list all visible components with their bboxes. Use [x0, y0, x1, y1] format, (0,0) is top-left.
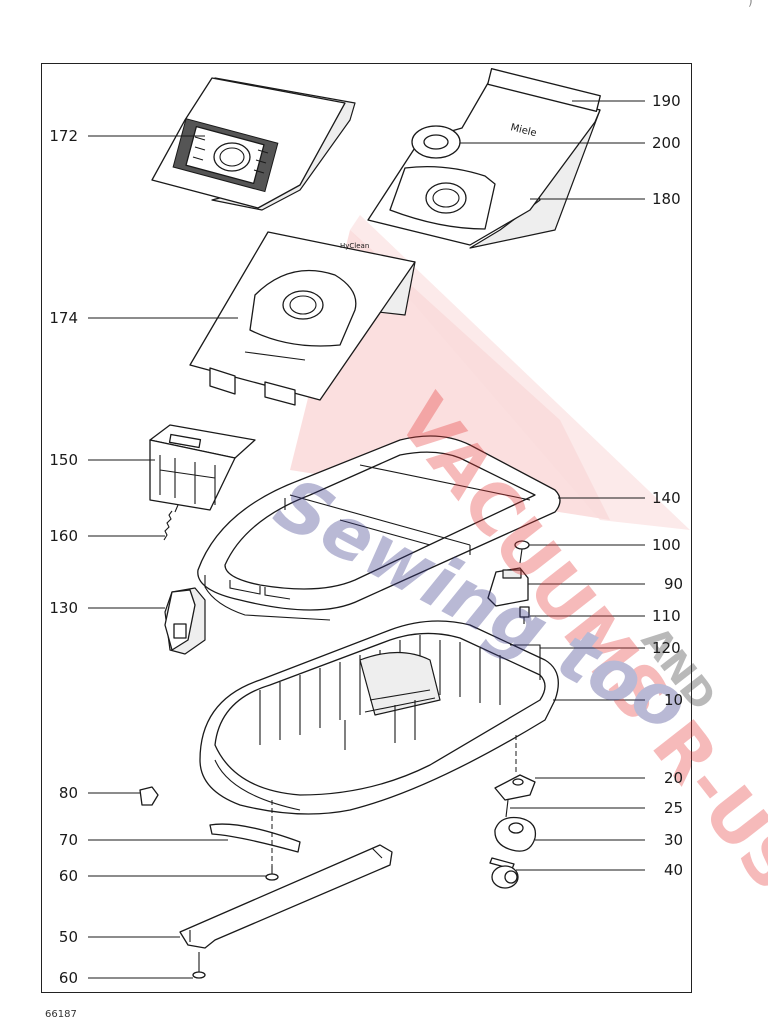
castor-housing — [494, 816, 537, 852]
callout-100: 100 — [652, 536, 681, 554]
callout-50: 50 — [58, 928, 78, 946]
seal-ring-200 — [411, 125, 461, 159]
callout-120: 120 — [652, 639, 681, 657]
bag-line-print: HyClean — [340, 242, 369, 250]
callout-30: 30 — [664, 831, 684, 849]
connector-110 — [519, 606, 530, 624]
callout-10: 10 — [664, 691, 684, 709]
callout-90: 90 — [664, 575, 684, 593]
callout-60: 60 — [58, 867, 78, 885]
document-number: 66187 — [45, 1009, 77, 1020]
castor-wheel — [489, 857, 519, 889]
frame-lid — [197, 435, 561, 621]
leader-lines-left — [88, 135, 266, 979]
housing-base — [199, 620, 559, 815]
watermark-shape-pink — [350, 215, 690, 530]
base-rail — [179, 844, 393, 949]
dust-bag-172 — [151, 77, 356, 211]
callout-130: 130 — [49, 599, 78, 617]
dust-bag-174: HyClean — [189, 231, 416, 406]
callout-190: 190 — [652, 92, 681, 110]
callout-110: 110 — [652, 607, 681, 625]
callout-20: 20 — [664, 769, 684, 787]
callout-60-lower: 60 — [58, 969, 78, 987]
callout-25: 25 — [664, 799, 684, 817]
callout-180: 180 — [652, 190, 681, 208]
latch — [164, 587, 206, 655]
terminal-block — [487, 567, 529, 607]
callout-160: 160 — [49, 527, 78, 545]
small-clip — [139, 786, 159, 806]
leader-lines-right — [460, 100, 645, 871]
callout-172: 172 — [49, 127, 78, 145]
curved-strip — [209, 823, 301, 853]
corner-mark: ) — [748, 0, 753, 8]
screw — [265, 866, 279, 881]
callout-80: 80 — [58, 784, 78, 802]
spring — [163, 504, 179, 541]
screw-lower — [192, 952, 206, 979]
dust-bag-180: Miele — [367, 68, 601, 249]
callout-200: 200 — [652, 134, 681, 152]
diagram-frame — [41, 63, 692, 993]
divider-wall — [510, 644, 541, 680]
screw-100 — [514, 540, 530, 564]
callout-174: 174 — [49, 309, 78, 327]
screw-25 — [505, 799, 509, 818]
callout-40: 40 — [664, 861, 684, 879]
bag-holder-bracket — [149, 424, 256, 511]
callout-150: 150 — [49, 451, 78, 469]
callout-140: 140 — [652, 489, 681, 507]
callout-70: 70 — [58, 831, 78, 849]
castor-bracket — [494, 774, 536, 801]
